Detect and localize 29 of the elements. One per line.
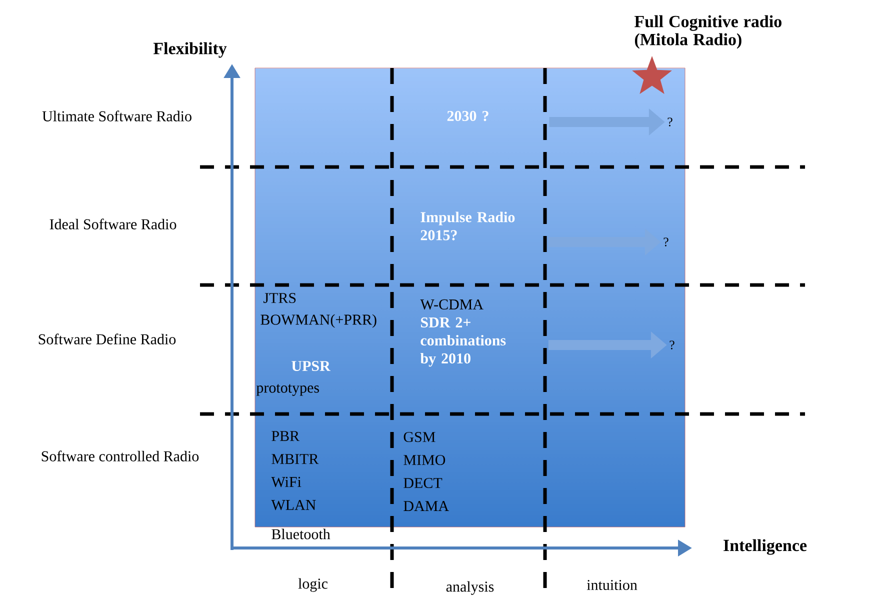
- column-label: intuition: [586, 580, 638, 590]
- system-name: prototypes: [256, 384, 319, 396]
- era-text: 2030 ?: [447, 110, 488, 122]
- era-text: W-CDMA SDR 2+ combinations by 2010: [420, 299, 506, 367]
- system-name: MIMO: [404, 454, 446, 466]
- row-label: Ideal Software Radio: [50, 218, 176, 230]
- question-mark: ?: [664, 238, 668, 246]
- row-label: Ultimate Software Radio: [42, 110, 192, 122]
- system-name: JTRS: [264, 292, 296, 304]
- system-name: DAMA: [404, 501, 449, 511]
- star-caption: Full Cognitive radio (Mitola Radio): [634, 15, 782, 49]
- question-mark: ?: [670, 340, 674, 350]
- system-name: PBR: [272, 431, 300, 441]
- axis-title: Flexibility: [153, 42, 227, 58]
- column-label: analysis: [446, 581, 494, 595]
- system-name: MBITR: [272, 454, 319, 464]
- system-name: Bluetooth: [272, 528, 330, 540]
- axis-title: Intelligence: [724, 539, 807, 555]
- system-name: GSM: [404, 432, 436, 442]
- system-name: WiFi: [271, 476, 302, 488]
- system-name: DECT: [404, 478, 442, 488]
- row-label: Software controlled Radio: [42, 450, 199, 462]
- system-name: UPSR: [292, 360, 330, 372]
- system-name: BOWMAN(+PRR): [260, 314, 376, 328]
- era-text: Impulse Radio 2015?: [420, 212, 515, 240]
- column-label: logic: [298, 578, 328, 592]
- system-name: WLAN: [271, 500, 316, 510]
- question-mark: ?: [668, 118, 672, 126]
- row-label: Software Define Radio: [38, 334, 176, 344]
